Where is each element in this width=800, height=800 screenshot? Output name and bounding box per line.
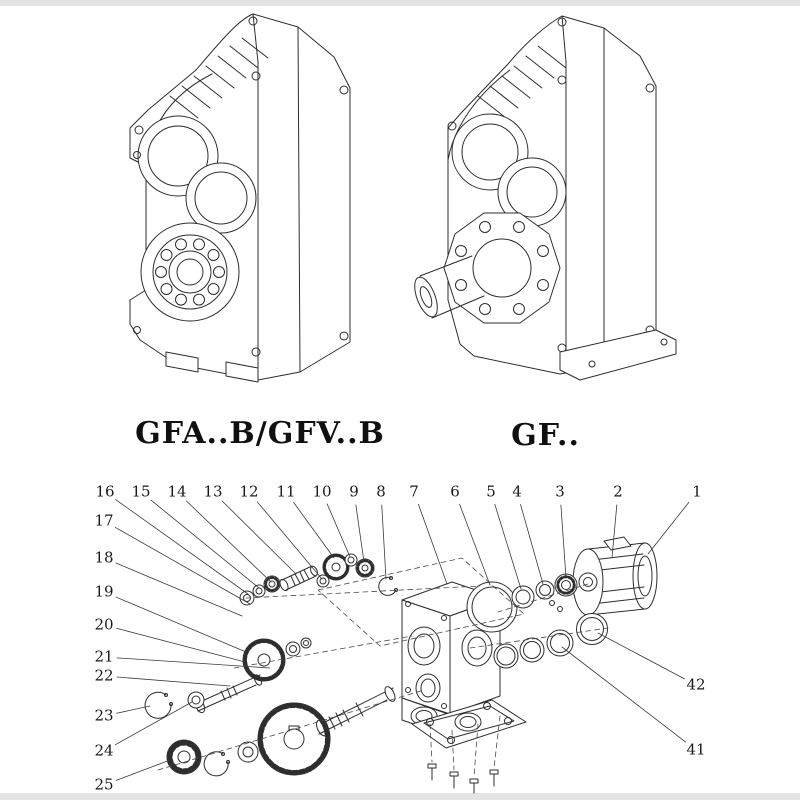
callout-9: 9	[349, 482, 359, 501]
callout-8: 8	[376, 482, 386, 501]
assembly-axes	[157, 557, 609, 778]
callout-1: 1	[692, 482, 702, 501]
callout-7: 7	[409, 482, 419, 501]
output-flange	[443, 212, 561, 324]
callout-41: 41	[686, 740, 706, 759]
callout-3: 3	[555, 482, 565, 501]
callout-2: 2	[613, 482, 623, 501]
output-shaft	[414, 255, 485, 319]
callout-5: 5	[486, 482, 496, 501]
callout-18: 18	[94, 548, 114, 567]
bearing-bore	[140, 222, 240, 322]
drawing-gf	[414, 15, 677, 381]
drawing-gfab	[129, 13, 351, 383]
callout-16: 16	[95, 482, 115, 501]
callout-23: 23	[94, 706, 114, 725]
callout-20: 20	[94, 615, 114, 634]
callout-13: 13	[203, 482, 223, 501]
model-label-gfab: GFA..B/GFV..B	[135, 416, 385, 451]
callout-11: 11	[276, 482, 296, 501]
intermediate-gear-parts	[194, 637, 312, 714]
callout-15: 15	[131, 482, 151, 501]
page-edge-bottom	[0, 793, 800, 800]
model-label-gf: GF..	[511, 418, 580, 453]
callout-6: 6	[450, 482, 460, 501]
page-edge-top	[0, 0, 800, 6]
callout-12: 12	[239, 482, 259, 501]
exploded-view	[144, 536, 658, 794]
callout-14: 14	[167, 482, 187, 501]
mounting-flange	[411, 699, 527, 749]
flange-bolts	[427, 763, 499, 794]
callout-10: 10	[312, 482, 332, 501]
callout-19: 19	[94, 582, 114, 601]
callout-21: 21	[94, 647, 114, 666]
callout-25: 25	[94, 775, 114, 794]
exploded-motor	[572, 536, 658, 616]
output-assembly-parts	[144, 686, 396, 777]
callout-24: 24	[94, 741, 114, 760]
callout-42: 42	[686, 675, 706, 694]
callout-4: 4	[512, 482, 522, 501]
callout-leader-lines	[114, 499, 690, 781]
callout-17: 17	[94, 511, 114, 530]
callout-22: 22	[94, 666, 114, 685]
